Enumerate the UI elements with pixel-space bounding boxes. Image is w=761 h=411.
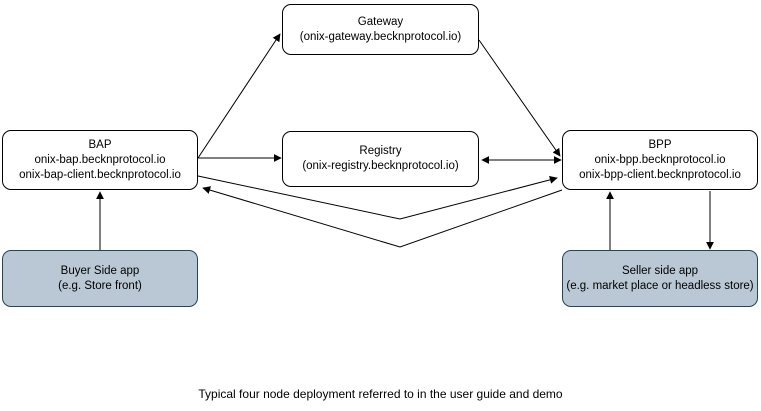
buyer-app-title: Buyer Side app <box>60 264 140 277</box>
bpp-url: onix-bpp.becknprotocol.io <box>594 153 726 166</box>
edge-gateway-to-bpp <box>478 39 561 157</box>
node-gateway: Gateway (onix-gateway.becknprotocol.io) <box>282 4 479 55</box>
bap-title: BAP <box>88 138 112 151</box>
edge-bap-to-gateway <box>197 33 281 159</box>
node-seller-side-app: Seller side app (e.g. market place or he… <box>562 250 758 307</box>
bpp-client-url: onix-bpp-client.becknprotocol.io <box>579 168 741 181</box>
bap-url: onix-bap.becknprotocol.io <box>34 153 166 166</box>
diagram-caption: Typical four node deployment referred to… <box>198 387 563 401</box>
node-bap: BAP onix-bap.becknprotocol.io onix-bap-c… <box>2 130 198 190</box>
gateway-title: Gateway <box>357 15 404 28</box>
bpp-title: BPP <box>648 138 672 151</box>
seller-app-title: Seller side app <box>621 264 699 277</box>
node-bpp: BPP onix-bpp.becknprotocol.io onix-bpp-c… <box>562 130 758 190</box>
node-buyer-side-app: Buyer Side app (e.g. Store front) <box>2 250 198 307</box>
buyer-app-subtitle: (e.g. Store front) <box>58 279 142 292</box>
node-registry: Registry (onix-registry.becknprotocol.io… <box>282 131 479 187</box>
gateway-url: (onix-gateway.becknprotocol.io) <box>299 30 462 43</box>
registry-url: (onix-registry.becknprotocol.io) <box>302 160 459 172</box>
bap-client-url: onix-bap-client.becknprotocol.io <box>19 168 181 181</box>
seller-app-subtitle: (e.g. market place or headless store) <box>566 279 754 292</box>
edge-bpp-to-bap <box>202 186 563 248</box>
registry-title: Registry <box>359 145 402 157</box>
